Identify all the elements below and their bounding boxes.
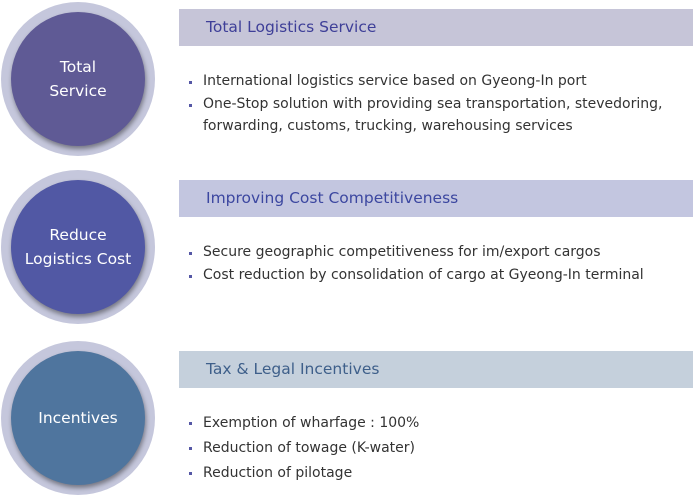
- section-title: Tax & Legal Incentives: [206, 360, 380, 378]
- section-header: Total Logistics Service: [179, 9, 693, 46]
- circle-label: Logistics Cost: [24, 250, 132, 268]
- list-item: Reduction of pilotage: [188, 461, 688, 486]
- circle-incentives: Incentives: [1, 341, 155, 495]
- circle-label: Service: [49, 82, 107, 100]
- bullet-list: Exemption of wharfage : 100% Reduction o…: [188, 411, 688, 486]
- section-title: Improving Cost Competitiveness: [206, 189, 459, 207]
- list-item: One-Stop solution with providing sea tra…: [188, 93, 688, 138]
- list-item: Exemption of wharfage : 100%: [188, 411, 688, 436]
- circle-label: Incentives: [38, 409, 118, 427]
- list-item: Reduction of towage (K-water): [188, 436, 688, 461]
- section-header: Tax & Legal Incentives: [179, 351, 693, 388]
- list-item: Cost reduction by consolidation of cargo…: [188, 264, 688, 287]
- circle-label: Total: [59, 58, 97, 76]
- bullet-list: International logistics service based on…: [188, 70, 688, 138]
- section-title: Total Logistics Service: [206, 18, 377, 36]
- circle-label: Reduce: [49, 226, 107, 244]
- list-item: International logistics service based on…: [188, 70, 688, 93]
- bullet-list: Secure geographic competitiveness for im…: [188, 241, 688, 286]
- section-header: Improving Cost Competitiveness: [179, 180, 693, 217]
- list-item: Secure geographic competitiveness for im…: [188, 241, 688, 264]
